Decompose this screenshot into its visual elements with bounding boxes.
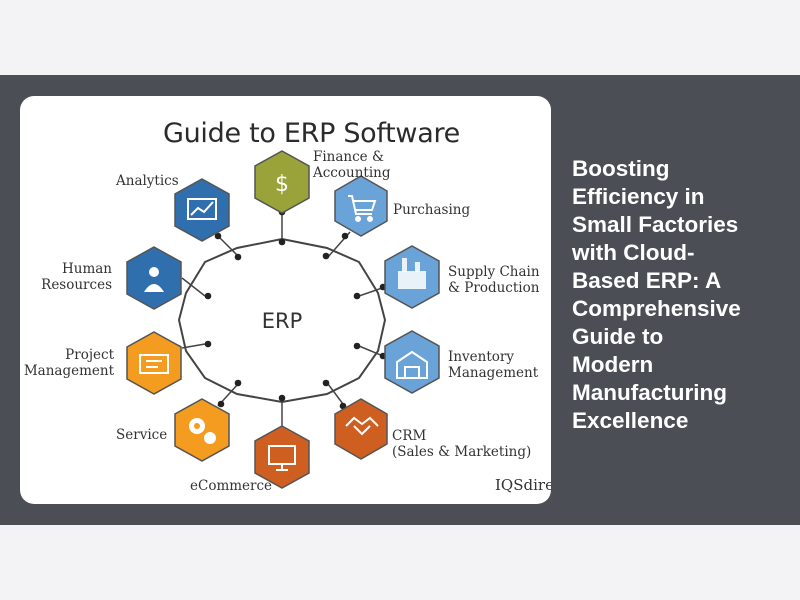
label-service: Service <box>116 427 167 443</box>
node-ecommerce <box>254 425 310 489</box>
label-human-resources-1: Human <box>62 261 112 277</box>
label-project-2: Management <box>24 363 115 379</box>
handshake-icon <box>345 416 379 436</box>
label-supply-chain-1: Supply Chain <box>448 264 540 280</box>
shopping-cart-icon <box>348 195 377 222</box>
node-crm <box>334 398 388 460</box>
source-credit: IQSdire <box>495 476 551 494</box>
label-finance-1: Finance & <box>313 149 384 165</box>
label-inventory-1: Inventory <box>448 349 514 365</box>
node-purchasing <box>334 175 388 237</box>
headline-line: Guide to <box>572 324 664 349</box>
clipboard-icon <box>139 354 169 374</box>
money-bag-icon: $ <box>275 172 289 197</box>
label-project-1: Project <box>65 347 114 363</box>
node-service <box>174 398 230 462</box>
article-headline[interactable]: Boosting Efficiency in Small Factories w… <box>572 155 782 435</box>
label-finance-2: Accounting <box>312 165 391 181</box>
diagram-title: Guide to ERP Software <box>163 118 460 149</box>
headline-line: Boosting <box>572 156 670 181</box>
label-ecommerce: eCommerce <box>190 478 272 494</box>
erp-center-label: ERP <box>262 309 303 333</box>
featured-image[interactable]: Guide to ERP Software ERP <box>20 96 551 504</box>
node-finance: $ <box>254 150 310 214</box>
headline-line: Efficiency in <box>572 184 705 209</box>
people-icon <box>144 267 164 292</box>
erp-diagram: Guide to ERP Software ERP <box>24 118 551 494</box>
label-purchasing: Purchasing <box>393 202 470 218</box>
node-analytics <box>174 178 230 242</box>
headline-line: Comprehensive <box>572 296 741 321</box>
label-crm-2: (Sales & Marketing) <box>392 444 531 460</box>
factory-icon <box>398 258 426 289</box>
label-crm-1: CRM <box>392 428 426 444</box>
gears-icon <box>189 418 216 444</box>
headline-line: Manufacturing <box>572 380 727 405</box>
node-human-resources <box>126 246 182 310</box>
warehouse-icon <box>396 350 428 379</box>
label-supply-chain-2: & Production <box>448 280 540 296</box>
label-inventory-2: Management <box>448 365 539 381</box>
label-analytics: Analytics <box>115 173 179 189</box>
monitor-cart-icon <box>268 445 296 471</box>
headline-line: with Cloud- <box>572 240 695 265</box>
chart-screen-icon <box>187 198 217 220</box>
node-supply-chain <box>384 245 440 309</box>
headline-line: Small Factories <box>572 212 739 237</box>
headline-line: Based ERP: A <box>572 268 722 293</box>
headline-line: Excellence <box>572 408 689 433</box>
node-inventory <box>384 330 440 394</box>
headline-line: Modern <box>572 352 654 377</box>
label-human-resources-2: Resources <box>41 277 112 293</box>
node-project <box>126 331 182 395</box>
